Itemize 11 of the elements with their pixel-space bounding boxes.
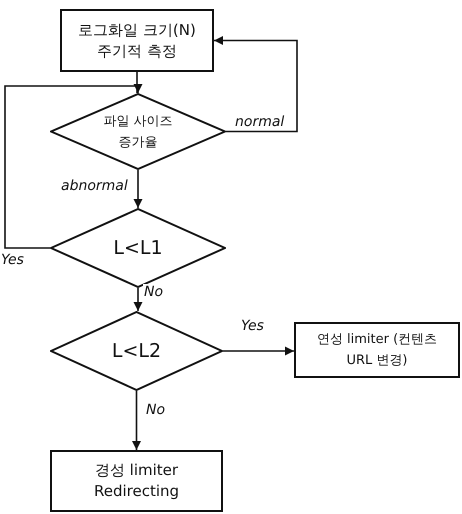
arrow xyxy=(132,391,141,450)
arrow xyxy=(223,346,294,356)
process-box: 로그화일 크기(N) 주기적 측정 xyxy=(60,9,214,72)
process-box: 연성 limiter (컨텐츠 URL 변경) xyxy=(294,322,460,378)
decision-diamond: 파일 사이즈 증가율 xyxy=(50,93,226,170)
process-box: 경성 limiter Redirecting xyxy=(50,450,223,512)
arrow xyxy=(134,170,142,208)
arrow xyxy=(134,288,142,311)
arrow xyxy=(214,36,298,132)
decision-diamond: L<L2 xyxy=(50,311,223,391)
arrow xyxy=(4,84,142,249)
